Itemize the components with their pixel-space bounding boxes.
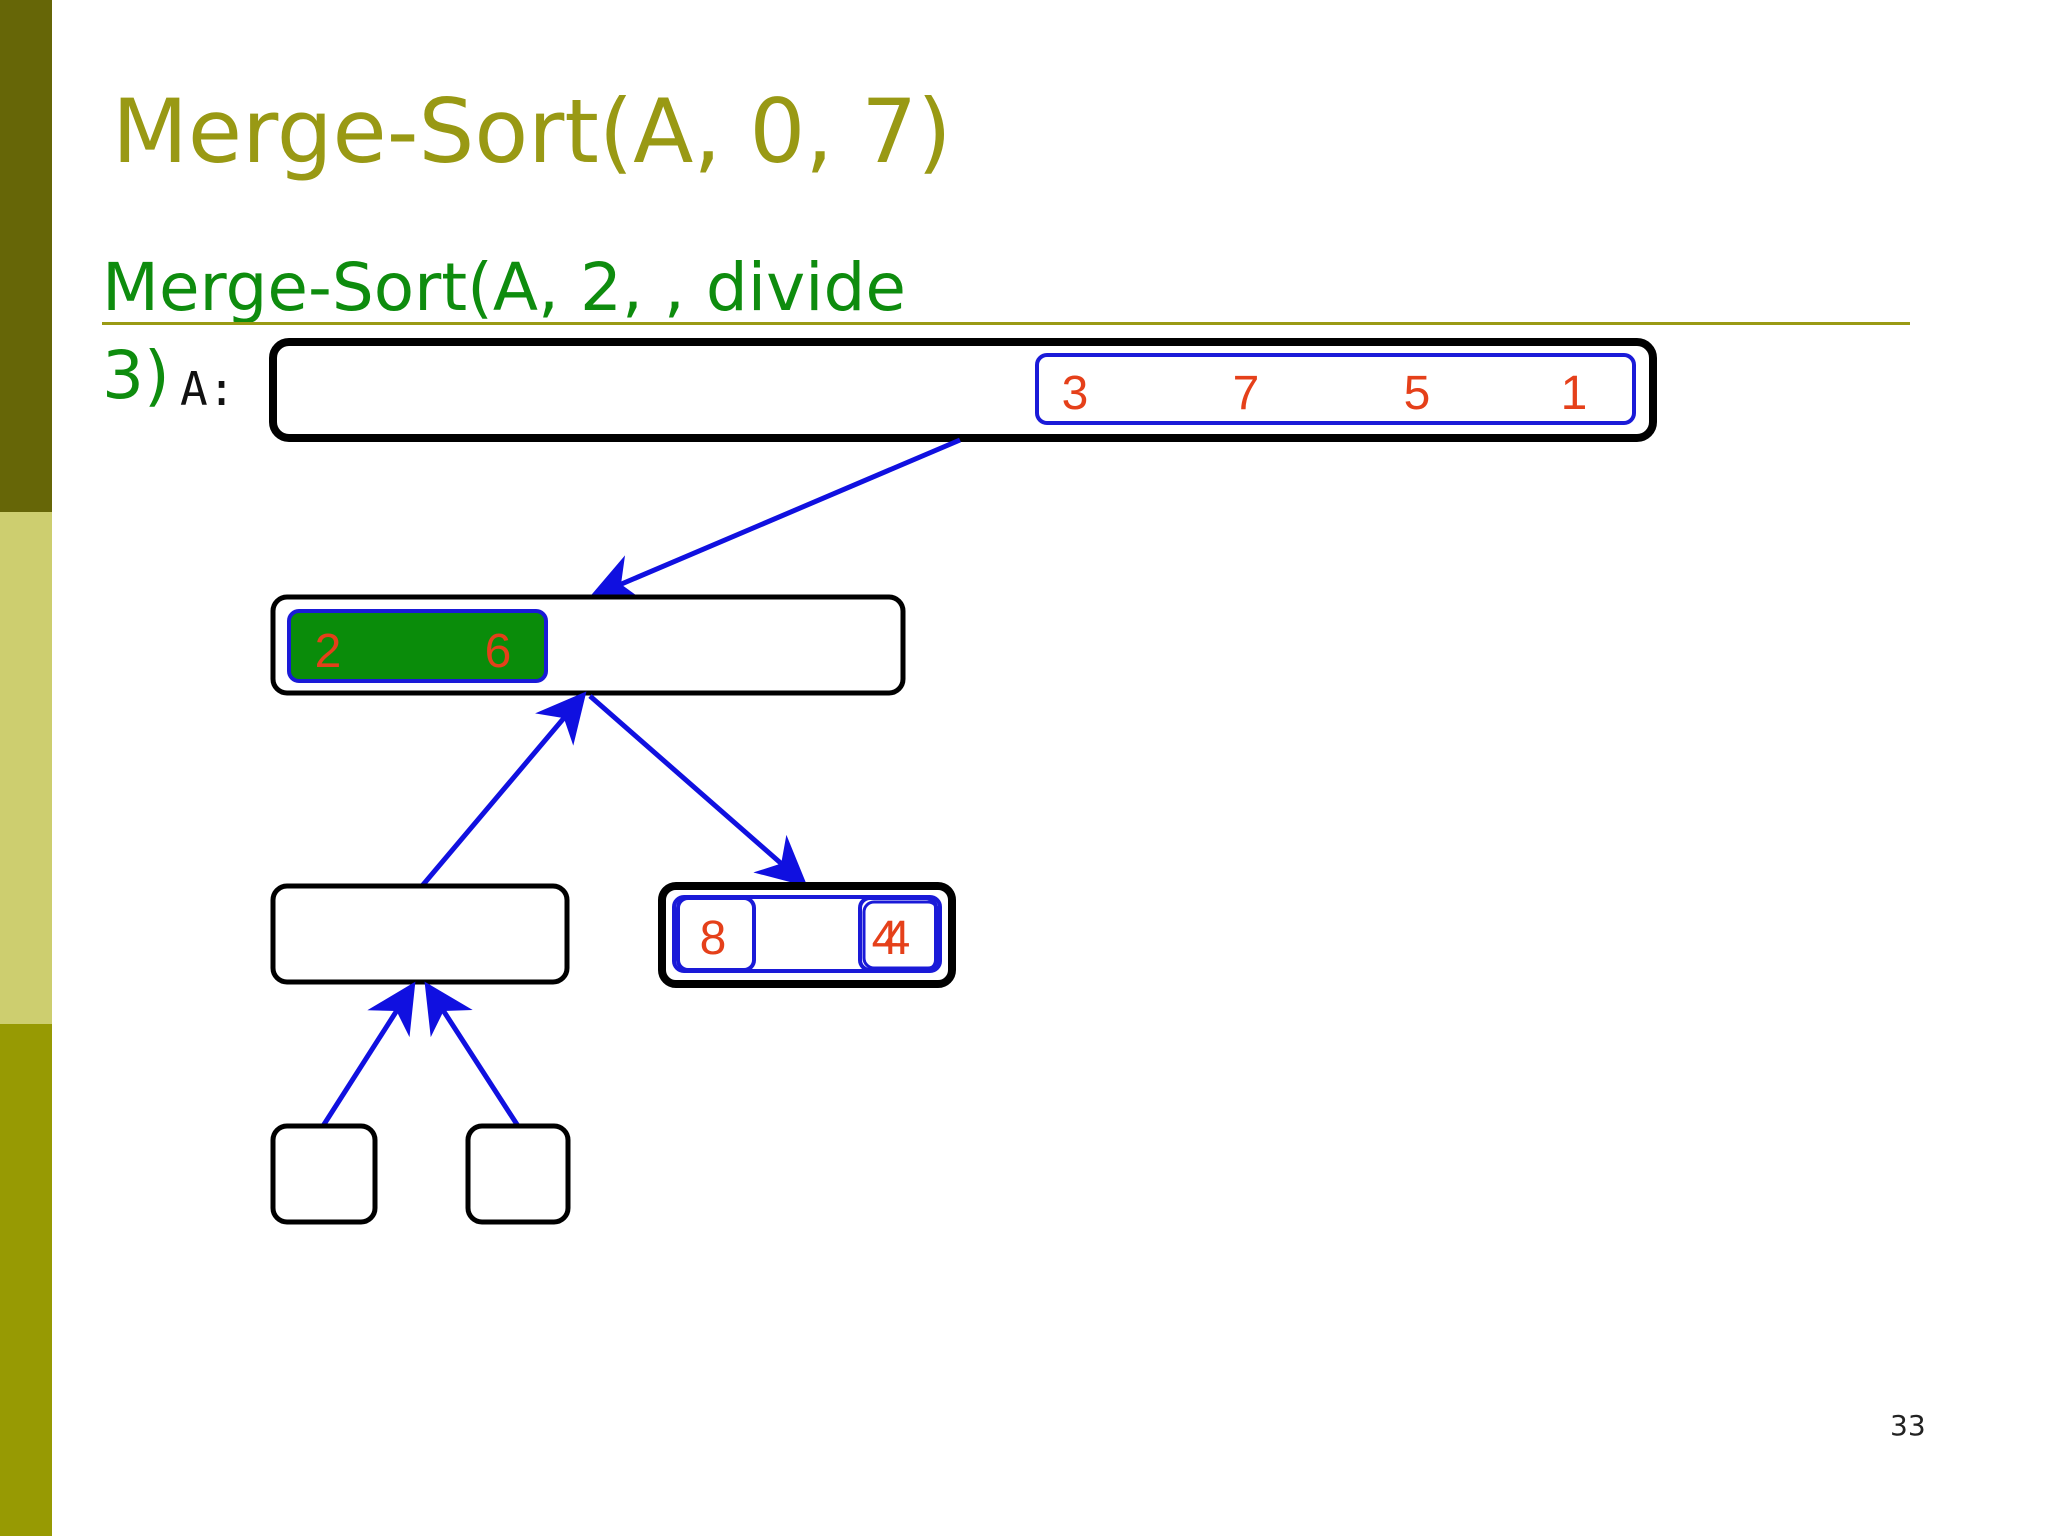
page-number: 33	[1890, 1409, 1926, 1442]
left-grandchild-box	[270, 883, 570, 985]
root-value-1: 3	[1062, 367, 1089, 420]
arrow-left-grandchild-to-left-child	[420, 691, 587, 888]
right-grandchild-cell-left	[676, 896, 756, 972]
root-value-2: 7	[1233, 367, 1260, 420]
arrow-leaf-2-to-left-grandchild	[424, 981, 521, 1128]
arrow-left-child-to-right-grandchild	[588, 694, 808, 887]
subtitle-line-2: 3)	[102, 337, 170, 414]
right-grandchild-value-3: 4	[884, 912, 911, 965]
leaf-box-1	[270, 1123, 378, 1225]
root-value-3: 5	[1404, 367, 1431, 420]
right-grandchild-value-2: 4	[872, 912, 899, 965]
sidebar-bottom-band	[0, 1024, 52, 1536]
arrow-leaf-1-to-left-grandchild	[320, 981, 416, 1128]
right-grandchild-box	[658, 882, 956, 988]
right-grandchild-value-1: 8	[700, 912, 727, 965]
array-label: A:	[180, 362, 236, 416]
left-child-value-1: 2	[315, 625, 342, 678]
right-grandchild-cell-right-shadow	[862, 900, 940, 970]
right-grandchild-outer-highlight	[672, 895, 942, 973]
sidebar-middle-band	[0, 512, 52, 1024]
root-array-box	[269, 338, 1657, 442]
left-child-sorted-highlight	[287, 609, 548, 683]
right-grandchild-cell-right	[858, 896, 938, 972]
title-underline-rule	[102, 322, 1910, 325]
slide-title: Merge-Sort(A, 0, 7)	[112, 80, 952, 183]
subtitle-line-1: Merge-Sort(A, 2, , divide	[102, 249, 907, 326]
left-child-value-2: 6	[485, 625, 512, 678]
root-subarray-highlight	[1035, 353, 1636, 425]
arrow-root-to-left-child	[588, 437, 961, 602]
root-value-4: 1	[1561, 367, 1588, 420]
sidebar-top-band	[0, 0, 52, 512]
leaf-box-2	[465, 1123, 571, 1225]
